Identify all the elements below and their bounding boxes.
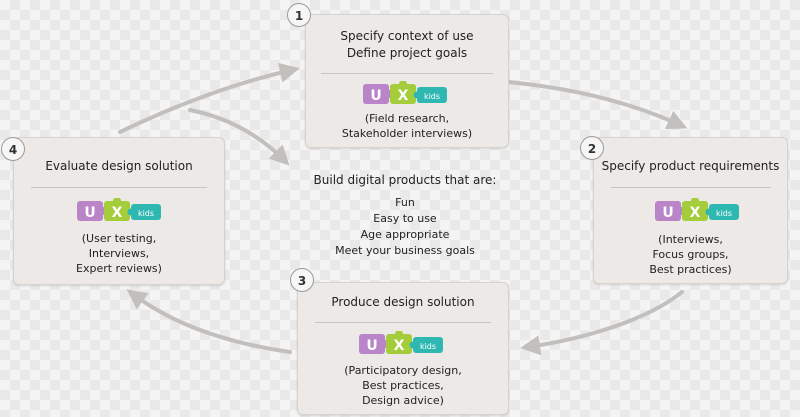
step-badge-1: 1: [287, 3, 311, 27]
arrow-4-to-1: [118, 62, 300, 134]
step-2-divider: [610, 187, 771, 188]
step-4-methods: (User testing, Interviews, Expert review…: [14, 231, 224, 276]
logo-word-kids: kids: [716, 209, 732, 218]
step-3-method-line: Design advice): [362, 394, 444, 407]
logo-word-kids: kids: [138, 209, 154, 218]
step-1-method-line: Stakeholder interviews): [341, 127, 473, 140]
uxkids-logo-icon: U X kids: [359, 331, 443, 354]
step-2-method-line: Best practices): [649, 263, 732, 276]
step-1-title-line1: Specify context of use: [340, 29, 474, 43]
uxkids-logo-icon: U X kids: [77, 198, 161, 221]
step-1-title: Specify context of use Define project go…: [306, 28, 508, 62]
arrow-2-to-3: [520, 290, 684, 356]
step-3-method-line: Best practices,: [362, 379, 444, 392]
step-3-divider: [315, 322, 491, 323]
step-4-title: Evaluate design solution: [14, 158, 224, 175]
logo-letter-u: U: [84, 205, 95, 221]
step-4-method-line: (User testing,: [81, 232, 157, 245]
arrow-inner-to-center: [188, 108, 290, 166]
logo-letter-u: U: [662, 205, 673, 221]
step-badge-3: 3: [290, 268, 314, 292]
step-2-methods: (Interviews, Focus groups, Best practice…: [594, 232, 787, 277]
uxkids-logo-icon: U X kids: [363, 81, 447, 104]
step-card-2: Specify product requirements U X kids (I…: [593, 137, 788, 284]
center-item: Meet your business goals: [335, 244, 475, 257]
step-badge-2: 2: [580, 136, 604, 160]
step-1-divider: [321, 73, 493, 74]
logo-letter-u: U: [366, 338, 377, 354]
center-goals: Build digital products that are: Fun Eas…: [295, 171, 515, 259]
step-2-title-line1: Specify product requirements: [601, 159, 780, 173]
step-2-method-line: Focus groups,: [652, 248, 729, 261]
logo-letter-x: X: [112, 205, 123, 221]
step-4-method-line: Interviews,: [88, 247, 150, 260]
arrow-3-to-4: [126, 289, 292, 354]
step-card-1: Specify context of use Define project go…: [305, 14, 509, 148]
logo-word-kids: kids: [424, 92, 440, 101]
step-2-title: Specify product requirements: [594, 158, 787, 175]
center-item: Easy to use: [373, 212, 437, 225]
step-card-3: Produce design solution U X kids (Partic…: [297, 282, 509, 415]
step-3-title: Produce design solution: [298, 294, 508, 311]
center-item: Fun: [395, 196, 415, 209]
step-1-title-line2: Define project goals: [346, 46, 468, 60]
step-3-title-line1: Produce design solution: [331, 295, 475, 309]
logo-letter-u: U: [370, 88, 381, 104]
center-heading: Build digital products that are:: [313, 173, 497, 187]
step-3-method-line: (Participatory design,: [344, 364, 462, 377]
step-2-method-line: (Interviews,: [658, 233, 723, 246]
logo-letter-x: X: [398, 88, 409, 104]
step-4-divider: [31, 187, 207, 188]
step-4-title-line1: Evaluate design solution: [45, 159, 193, 173]
logo-word-kids: kids: [420, 342, 436, 351]
center-item: Age appropriate: [360, 228, 450, 241]
step-1-method-line: (Field research,: [364, 112, 450, 125]
step-3-methods: (Participatory design, Best practices, D…: [298, 363, 508, 408]
step-1-methods: (Field research, Stakeholder interviews): [306, 111, 508, 141]
logo-letter-x: X: [690, 205, 701, 221]
step-4-method-line: Expert reviews): [76, 262, 162, 275]
logo-letter-x: X: [394, 338, 405, 354]
arrow-1-to-2: [506, 80, 688, 130]
step-card-4: Evaluate design solution U X kids (User …: [13, 137, 225, 285]
step-badge-4: 4: [1, 137, 25, 161]
uxkids-logo-icon: U X kids: [655, 198, 739, 221]
